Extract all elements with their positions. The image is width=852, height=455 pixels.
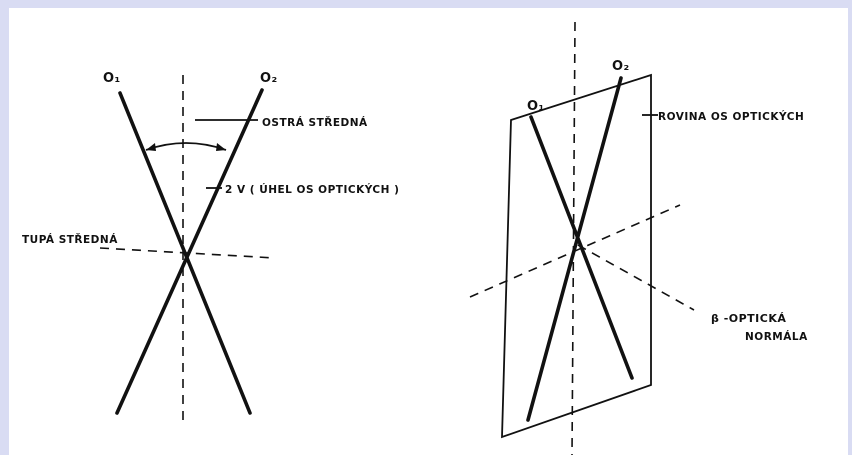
optic-normal-label-line1: β -OPTICKÁ [711, 312, 786, 325]
optic-normal-label-line2: NORMÁLA [745, 330, 808, 343]
left-figure: O₁ O₂ OSTRÁ STŘEDNÁ 2 V ( ÚHEL OS OPTICK… [22, 71, 399, 425]
arc-arrowhead-left [146, 143, 156, 151]
left-label-o2: O₂ [260, 71, 278, 86]
right-label-o2: O₂ [612, 59, 630, 74]
optic-normal-axis [577, 244, 695, 311]
right-optic-axis-o2 [526, 76, 623, 422]
right-label-o1: O₁ [527, 99, 545, 114]
right-optic-axis-o1 [529, 115, 634, 380]
left-label-o1: O₁ [103, 71, 121, 86]
acute-bisectrix-label: OSTRÁ STŘEDNÁ [262, 116, 368, 129]
optic-axial-plane [501, 73, 652, 439]
optic-angle-label: 2 V ( ÚHEL OS OPTICKÝCH ) [225, 183, 399, 196]
arc-arrowhead-right [216, 143, 226, 151]
right-figure: O₁ O₂ ROVINA OS OPTICKÝCH β -OPTICKÁ NOR… [469, 21, 808, 455]
diagram-canvas [9, 8, 848, 455]
vertical-bisectrix-axis [571, 21, 576, 455]
optic-plane-label: ROVINA OS OPTICKÝCH [658, 110, 804, 123]
optic-axis-o1 [118, 91, 252, 415]
optic-angle-arc [145, 142, 227, 151]
optic-axis-o2 [115, 88, 264, 415]
obtuse-bisectrix-label: TUPÁ STŘEDNÁ [22, 233, 118, 246]
